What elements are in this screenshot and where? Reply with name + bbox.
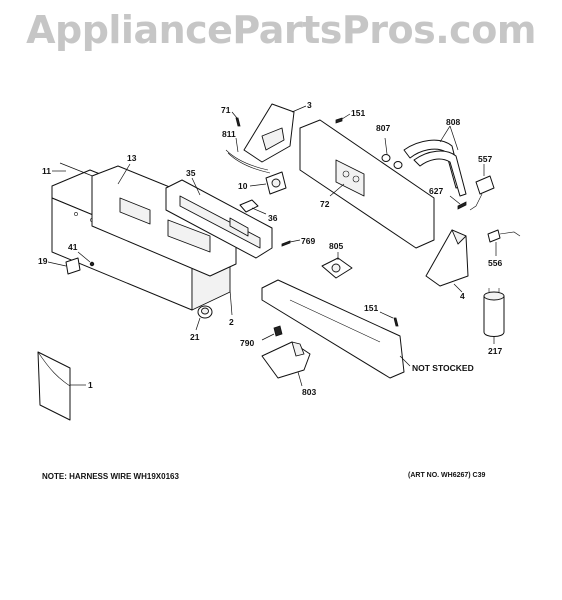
part-807-grommets — [381, 137, 403, 169]
callout-10: 10 — [238, 181, 248, 191]
callout-807: 807 — [376, 123, 390, 133]
callout-1: 1 — [88, 380, 93, 390]
not-stocked-label: NOT STOCKED — [412, 363, 474, 373]
part-217-capacitor — [483, 288, 505, 344]
callout-808: 808 — [446, 117, 460, 127]
part-21-knob — [195, 305, 213, 331]
callout-72: 72 — [320, 199, 330, 209]
part-71-screw — [231, 111, 241, 127]
part-151-screw-lower — [379, 311, 399, 327]
callout-803: 803 — [302, 387, 316, 397]
part-19-knob — [47, 257, 81, 275]
part-557-switch — [469, 164, 495, 211]
part-13-panel-frame — [91, 163, 237, 277]
part-627-screw — [449, 195, 467, 210]
callout-217: 217 — [488, 346, 502, 356]
callout-11: 11 — [42, 166, 51, 176]
part-151-screw-upper — [335, 113, 351, 124]
callout-4: 4 — [460, 291, 465, 301]
callout-790: 790 — [240, 338, 254, 348]
callout-41: 41 — [68, 242, 78, 252]
part-72-backsplash — [299, 119, 435, 249]
part-35-control-board — [165, 177, 273, 259]
callout-labels: 71 3 151 811 807 808 557 13 11 35 10 627… — [38, 100, 502, 397]
part-36-clip — [239, 199, 267, 215]
part-10-pressure-switch — [249, 171, 287, 195]
part-3-bracket — [243, 103, 307, 163]
callout-19: 19 — [38, 256, 48, 266]
part-556-connector — [487, 229, 521, 256]
callout-2: 2 — [229, 317, 234, 327]
harness-note: NOTE: HARNESS WIRE WH19X0163 — [42, 472, 179, 481]
part-769-screw — [281, 239, 301, 247]
part-41-screw — [77, 251, 95, 267]
callout-557: 557 — [478, 154, 492, 164]
part-2-lower-panel — [261, 279, 411, 379]
callout-3: 3 — [307, 100, 312, 110]
callout-556: 556 — [488, 258, 502, 268]
part-808-hoses — [403, 125, 467, 197]
callout-811: 811 — [222, 129, 236, 139]
callout-13: 13 — [127, 153, 137, 163]
callout-71: 71 — [221, 105, 231, 115]
callout-769: 769 — [301, 236, 315, 246]
part-805-switch — [321, 252, 353, 279]
part-4-bracket — [425, 229, 469, 293]
part-790-screw — [261, 325, 283, 341]
callout-21: 21 — [190, 332, 200, 342]
callout-151a: 151 — [351, 108, 365, 118]
part-803-mount — [261, 341, 311, 387]
callout-36: 36 — [268, 213, 278, 223]
part-1-literature — [37, 351, 86, 421]
part-2-leader — [229, 289, 233, 316]
callout-35: 35 — [186, 168, 196, 178]
callout-627: 627 — [429, 186, 443, 196]
callout-151b: 151 — [364, 303, 378, 313]
art-number: (ART NO. WH6267) C39 — [408, 472, 486, 479]
part-811-harness — [225, 137, 271, 174]
callout-805: 805 — [329, 241, 343, 251]
watermark: AppliancePartsPros.com — [26, 8, 536, 52]
